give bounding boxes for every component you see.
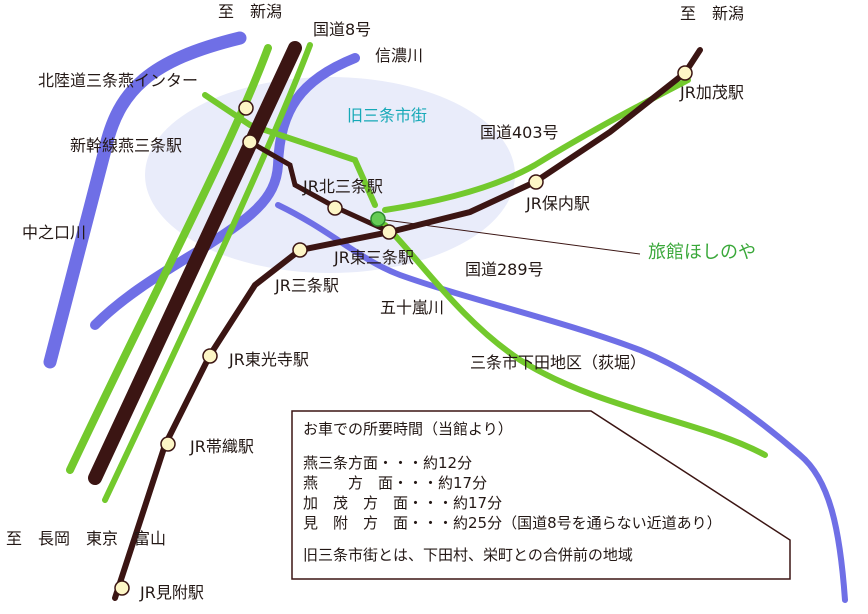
station-kamo[interactable] bbox=[677, 65, 693, 81]
travel-time-title: お車での所要時間（当館より） bbox=[303, 420, 513, 438]
dest-niigata-left: 至 新潟 bbox=[218, 2, 283, 21]
inn-marker[interactable] bbox=[370, 211, 386, 227]
label-kamo: JR加茂駅 bbox=[680, 83, 744, 102]
dest-niigata-right: 至 新潟 bbox=[680, 4, 745, 23]
label-higashikoji: JR東光寺駅 bbox=[229, 350, 309, 369]
travel-time-line-3: 加 茂 方 面・・・約17分 bbox=[303, 494, 503, 512]
travel-time-line-4: 見 附 方 面・・・約25分（国道8号を通らない近道あり） bbox=[303, 514, 722, 532]
label-higashisanjo: JR東三条駅 bbox=[334, 248, 414, 267]
label-shinano: 信濃川 bbox=[375, 46, 424, 65]
travel-time-box: お車での所要時間（当館より） 燕三条方面・・・約12分 燕 方 面・・・約17分… bbox=[291, 410, 791, 580]
station-hounai[interactable] bbox=[528, 174, 544, 190]
station-interchange[interactable] bbox=[238, 100, 254, 116]
route8-road-b bbox=[102, 42, 313, 503]
label-inn: 旅館ほしのや bbox=[648, 242, 756, 263]
label-route403: 国道403号 bbox=[480, 123, 559, 142]
label-nakanokuchi: 中之口川 bbox=[22, 223, 87, 242]
label-route8: 国道8号 bbox=[313, 20, 372, 39]
label-sanjo: JR三条駅 bbox=[275, 276, 339, 295]
interchange-road bbox=[202, 92, 378, 208]
shinkansen-line bbox=[88, 41, 302, 485]
shinano-river-main bbox=[90, 53, 360, 330]
station-sanjo[interactable] bbox=[292, 242, 308, 258]
inn-pointer bbox=[377, 218, 641, 255]
jr-yahiko-line bbox=[247, 139, 393, 235]
igarashi-river bbox=[275, 202, 848, 603]
station-shinkansen[interactable] bbox=[242, 134, 258, 150]
label-shinkansen: 新幹線燕三条駅 bbox=[70, 136, 183, 155]
label-old-town: 旧三条市街 bbox=[347, 106, 428, 125]
label-mitsuke: JR見附駅 bbox=[140, 583, 204, 602]
label-kitasanjo: JR北三条駅 bbox=[303, 177, 383, 196]
station-higashikoji[interactable] bbox=[202, 348, 218, 364]
label-igarashi: 五十嵐川 bbox=[380, 298, 445, 317]
travel-time-note: 旧三条市街とは、下田村、栄町との合併前の地域 bbox=[303, 546, 633, 564]
label-obiori: JR帯織駅 bbox=[190, 437, 254, 456]
travel-time-line-2: 燕 方 面・・・約17分 bbox=[303, 474, 488, 492]
station-obiori[interactable] bbox=[160, 436, 176, 452]
station-mitsuke[interactable] bbox=[114, 580, 130, 596]
station-higashisanjo[interactable] bbox=[381, 224, 397, 240]
travel-time-box-frame bbox=[291, 410, 791, 580]
route8-road bbox=[66, 44, 272, 474]
label-hounai: JR保内駅 bbox=[526, 194, 590, 213]
route289-road bbox=[382, 222, 768, 458]
shinano-river bbox=[43, 31, 247, 369]
station-kitasanjo[interactable] bbox=[327, 200, 343, 216]
label-route289: 国道289号 bbox=[465, 260, 544, 279]
dest-nagaoka: 至 長岡 東京 富山 bbox=[6, 529, 167, 548]
travel-time-line-1: 燕三条方面・・・約12分 bbox=[303, 454, 473, 472]
label-shimoda: 三条市下田地区（荻堀） bbox=[470, 353, 647, 372]
label-interchange: 北陸道三条燕インター bbox=[38, 71, 199, 90]
